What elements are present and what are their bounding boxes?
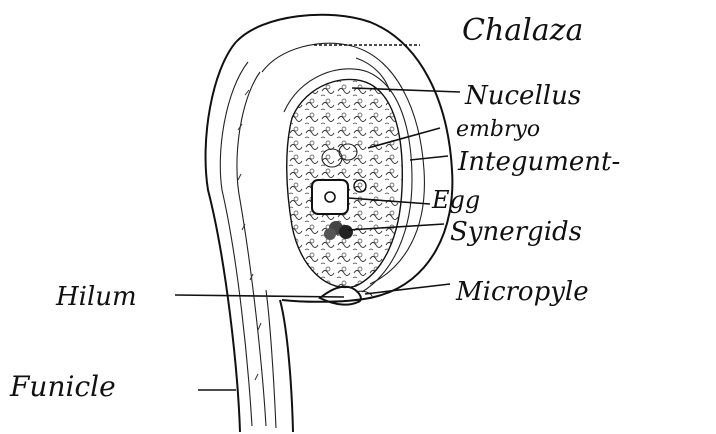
label-nucellus: Nucellus xyxy=(464,81,581,111)
label-embryo: embryo xyxy=(456,117,540,142)
funicle-stalk xyxy=(206,42,293,432)
label-chalaza: Chalaza xyxy=(462,13,583,48)
label-integument: Integument- xyxy=(457,147,620,177)
label-funicle: Funicle xyxy=(9,370,116,403)
label-micropyle: Micropyle xyxy=(455,277,589,307)
label-hilum: Hilum xyxy=(55,282,137,312)
egg-cell xyxy=(312,180,348,214)
label-synergids: Synergids xyxy=(450,217,582,247)
label-egg: Egg xyxy=(431,186,480,214)
